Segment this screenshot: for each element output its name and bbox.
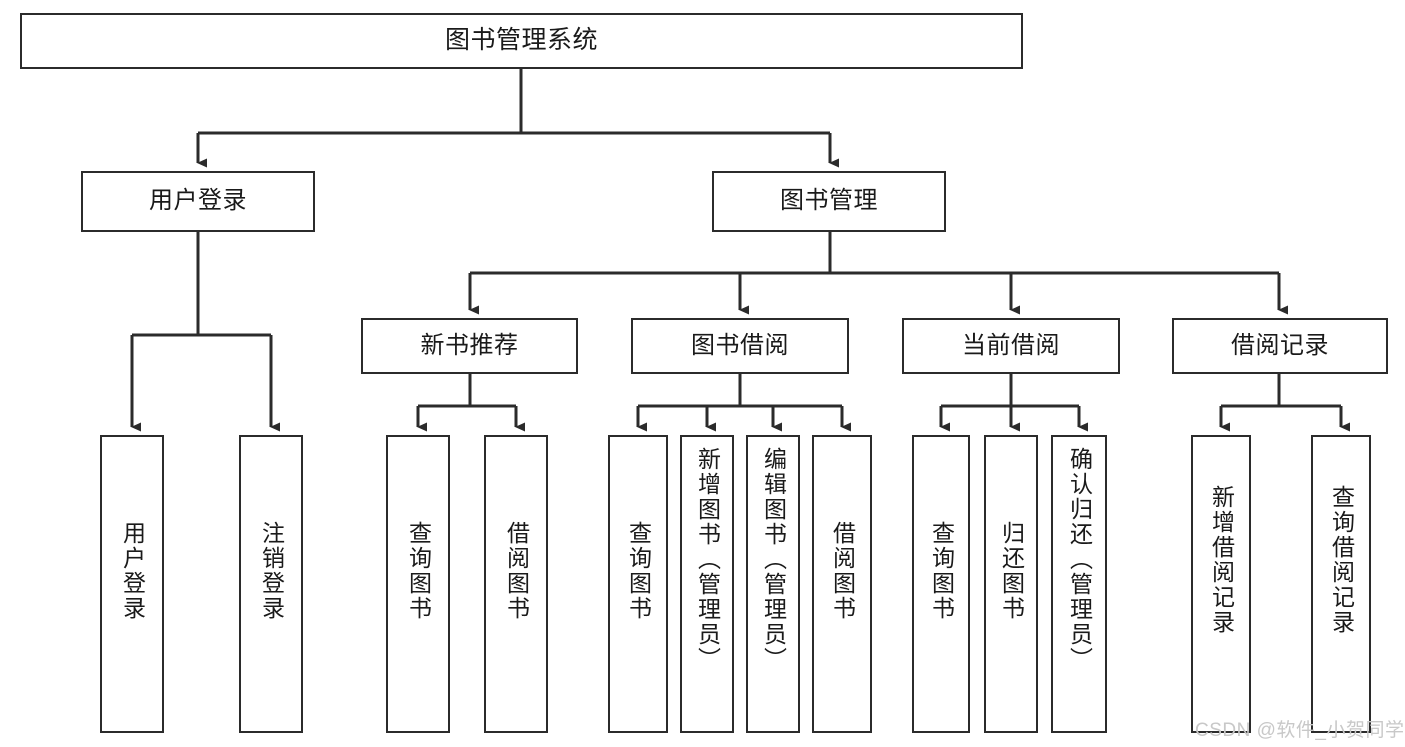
leaf-query-borrow-record[interactable]: 查询借阅记录 [1311, 435, 1371, 733]
leaf-borrow-book-recommend[interactable]: 借阅图书 [484, 435, 548, 733]
edge-bookborrow-to-leaves [636, 374, 851, 432]
node-label: 借阅图书 [503, 521, 530, 621]
leaf-add-book[interactable]: 新增图书（管理员） [680, 435, 734, 733]
node-book-borrow[interactable]: 图书借阅 [631, 318, 849, 374]
leaf-confirm-return[interactable]: 确认归还（管理员） [1051, 435, 1107, 733]
node-new-book-recommend[interactable]: 新书推荐 [361, 318, 578, 374]
leaf-user-login[interactable]: 用户登录 [100, 435, 164, 733]
node-label: 归还图书 [998, 521, 1025, 621]
edge-currentborrow-to-leaves [939, 374, 1088, 432]
node-label: 查询图书 [625, 521, 652, 621]
edge-newbook-to-leaves [416, 374, 525, 432]
node-label: 用户登录 [149, 187, 247, 215]
node-label: 用户登录 [119, 521, 146, 621]
node-label: 借阅记录 [1231, 331, 1329, 359]
node-label: 图书借阅 [691, 331, 789, 359]
node-label: 当前借阅 [962, 331, 1060, 359]
node-label: 注销登录 [258, 521, 285, 621]
node-label: 新增借阅记录 [1208, 485, 1235, 635]
edge-bookmgmt-to-level2 [468, 232, 1288, 315]
csdn-watermark: CSDN @软件_小贺同学 [1195, 720, 1405, 741]
node-label: 图书管理系统 [444, 26, 598, 55]
node-label: 编辑图书（管理员） [760, 447, 787, 672]
edge-root-to-level1 [196, 69, 839, 168]
node-borrow-record[interactable]: 借阅记录 [1172, 318, 1388, 374]
node-user-login[interactable]: 用户登录 [81, 171, 315, 232]
leaf-query-book-recommend[interactable]: 查询图书 [386, 435, 450, 733]
leaf-borrow-book[interactable]: 借阅图书 [812, 435, 872, 733]
leaf-logout-login[interactable]: 注销登录 [239, 435, 303, 733]
node-label: 查询图书 [405, 521, 432, 621]
node-book-management[interactable]: 图书管理 [712, 171, 946, 232]
node-root-system[interactable]: 图书管理系统 [20, 13, 1023, 69]
leaf-edit-book[interactable]: 编辑图书（管理员） [746, 435, 800, 733]
edge-userlogin-to-leaves [130, 232, 280, 432]
node-current-borrow[interactable]: 当前借阅 [902, 318, 1120, 374]
node-label: 图书管理 [780, 187, 878, 215]
node-label: 查询图书 [928, 521, 955, 621]
leaf-query-book-current[interactable]: 查询图书 [912, 435, 970, 733]
node-label: 借阅图书 [829, 521, 856, 621]
node-label: 查询借阅记录 [1328, 485, 1355, 635]
node-label: 确认归还（管理员） [1066, 447, 1093, 672]
leaf-query-book-borrow[interactable]: 查询图书 [608, 435, 668, 733]
node-label: 新书推荐 [420, 331, 519, 359]
leaf-return-book[interactable]: 归还图书 [984, 435, 1038, 733]
edge-borrowrecord-to-leaves [1219, 374, 1350, 432]
leaf-add-borrow-record[interactable]: 新增借阅记录 [1191, 435, 1251, 733]
node-label: 新增图书（管理员） [694, 447, 721, 672]
